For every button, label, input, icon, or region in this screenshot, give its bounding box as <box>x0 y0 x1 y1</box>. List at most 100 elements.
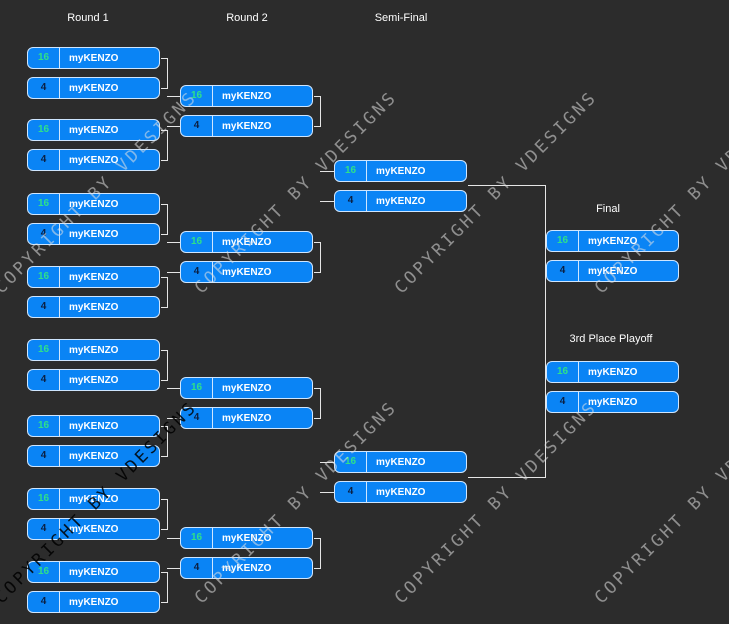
connector-line <box>167 204 168 235</box>
round-2-team-slot[interactable]: 4 myKENZO <box>180 261 313 283</box>
third-place-header: 3rd Place Playoff <box>569 333 653 345</box>
connector-line <box>320 538 321 569</box>
team-name: myKENZO <box>69 271 119 283</box>
team-seed: 4 <box>181 558 213 578</box>
connector-line <box>161 160 168 161</box>
connector-line <box>161 88 168 89</box>
connector-line <box>161 204 168 205</box>
connector-line <box>314 242 321 243</box>
connector-line <box>320 462 335 463</box>
connector-line <box>314 568 321 569</box>
team-name: myKENZO <box>69 523 119 535</box>
round-2-header: Round 2 <box>226 12 268 24</box>
connector-line <box>167 568 181 569</box>
round-1-team-slot[interactable]: 16 myKENZO <box>27 119 160 141</box>
team-name: myKENZO <box>69 450 119 462</box>
connector-line <box>320 492 335 493</box>
round-1-team-slot[interactable]: 16 myKENZO <box>27 488 160 510</box>
team-name: myKENZO <box>376 195 426 207</box>
team-seed: 16 <box>28 120 60 140</box>
team-name: myKENZO <box>69 301 119 313</box>
team-seed: 16 <box>28 340 60 360</box>
team-name: myKENZO <box>222 266 272 278</box>
connector-line <box>314 388 321 389</box>
connector-line <box>161 380 168 381</box>
team-seed: 4 <box>547 261 579 281</box>
connector-line <box>161 58 168 59</box>
connector-line <box>314 272 321 273</box>
connector-line <box>161 234 168 235</box>
connector-line <box>161 456 168 457</box>
connector-line <box>320 171 335 172</box>
round-1-header: Round 1 <box>67 12 109 24</box>
team-name: myKENZO <box>69 420 119 432</box>
team-seed: 16 <box>181 528 213 548</box>
team-seed: 16 <box>547 231 579 251</box>
team-name: myKENZO <box>376 165 426 177</box>
semi-final-team-slot[interactable]: 4 myKENZO <box>334 481 467 503</box>
team-name: myKENZO <box>222 382 272 394</box>
team-name: myKENZO <box>222 120 272 132</box>
connector-line <box>314 126 321 127</box>
team-seed: 4 <box>335 482 367 502</box>
connector-line <box>167 499 168 530</box>
copyright-watermark: COPYRIGHT BY VDESIGNS <box>590 397 729 608</box>
team-seed: 16 <box>28 562 60 582</box>
team-seed: 4 <box>28 150 60 170</box>
team-seed: 4 <box>181 262 213 282</box>
team-seed: 4 <box>28 446 60 466</box>
team-name: myKENZO <box>376 486 426 498</box>
team-seed: 4 <box>28 370 60 390</box>
team-seed: 16 <box>28 489 60 509</box>
team-seed: 4 <box>28 592 60 612</box>
round-1-team-slot[interactable]: 4 myKENZO <box>27 518 160 540</box>
connector-line <box>167 277 168 308</box>
connector-line <box>167 58 168 89</box>
connector-line <box>161 529 168 530</box>
team-name: myKENZO <box>69 124 119 136</box>
team-name: myKENZO <box>69 52 119 64</box>
connector-line <box>314 538 321 539</box>
team-name: myKENZO <box>69 493 119 505</box>
connector-line <box>161 602 168 603</box>
round-1-team-slot[interactable]: 4 myKENZO <box>27 445 160 467</box>
connector-line <box>468 477 546 478</box>
semi-final-team-slot[interactable]: 16 myKENZO <box>334 160 467 182</box>
connector-line <box>320 201 335 202</box>
team-seed: 4 <box>335 191 367 211</box>
round-1-team-slot[interactable]: 4 myKENZO <box>27 296 160 318</box>
connector-line <box>161 307 168 308</box>
team-seed: 16 <box>335 161 367 181</box>
connector-line <box>167 572 168 603</box>
connector-line <box>314 418 321 419</box>
team-seed: 4 <box>28 297 60 317</box>
team-seed: 4 <box>28 519 60 539</box>
semi-final-team-slot[interactable]: 4 myKENZO <box>334 190 467 212</box>
connector-line <box>167 538 181 539</box>
connector-line <box>320 96 321 127</box>
connector-line <box>161 350 168 351</box>
